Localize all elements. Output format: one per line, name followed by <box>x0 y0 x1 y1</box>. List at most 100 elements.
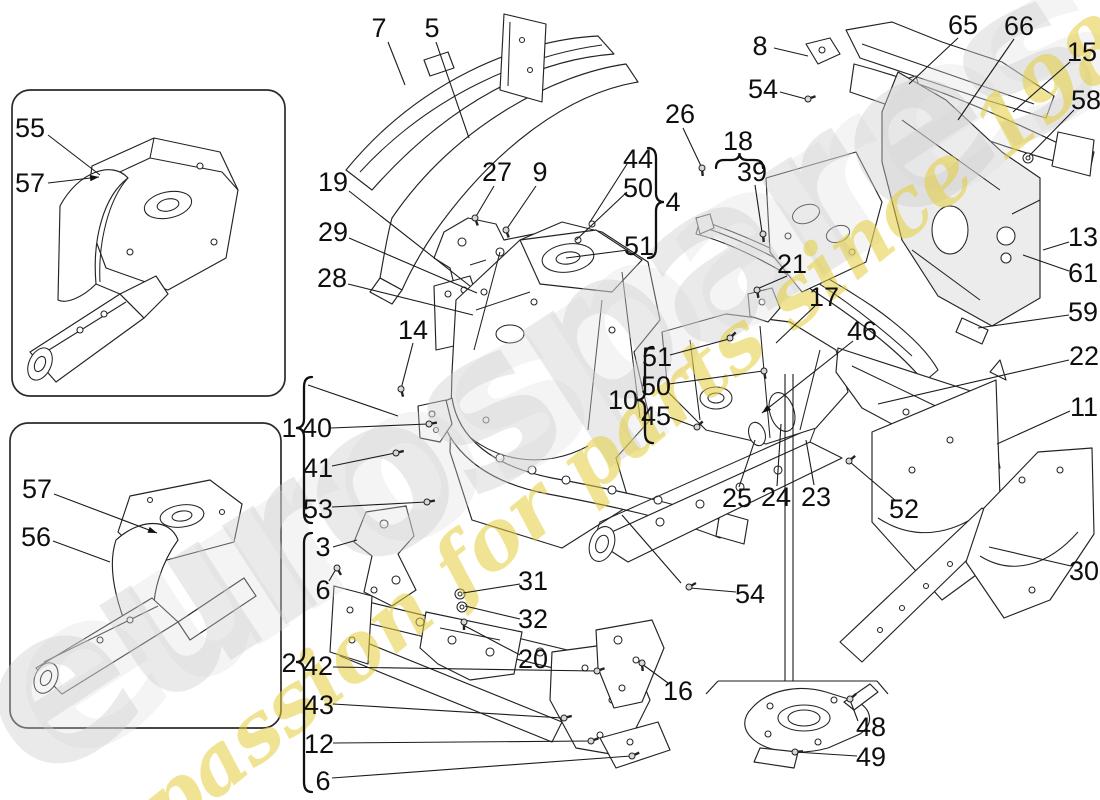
callout-25[interactable]: 25 <box>722 483 752 513</box>
leader-line-49 <box>794 751 858 757</box>
group-brace-1 <box>295 375 314 525</box>
leader-line-54 <box>689 587 737 593</box>
callout-54[interactable]: 54 <box>735 579 765 609</box>
callout-12[interactable]: 12 <box>304 729 334 759</box>
leader-line-27 <box>474 185 495 219</box>
leader-line-31 <box>462 583 521 594</box>
callout-65[interactable]: 65 <box>948 10 978 40</box>
callout-52[interactable]: 52 <box>889 494 919 524</box>
fastener-icon <box>804 95 812 103</box>
callout-13[interactable]: 13 <box>1068 222 1098 252</box>
callout-24[interactable]: 24 <box>761 482 791 512</box>
callout-29[interactable]: 29 <box>318 217 348 247</box>
callout-4[interactable]: 4 <box>665 187 680 217</box>
callout-22[interactable]: 22 <box>1069 341 1099 371</box>
callout-46[interactable]: 46 <box>847 316 877 346</box>
callout-1[interactable]: 1 <box>281 413 296 443</box>
callout-5[interactable]: 5 <box>424 13 439 43</box>
fastener-icon <box>698 164 706 172</box>
part-side-panel-30 <box>839 447 1095 663</box>
callout-30[interactable]: 30 <box>1069 556 1099 586</box>
callout-2[interactable]: 2 <box>281 648 296 678</box>
leader-line-23 <box>805 439 815 486</box>
callout-16[interactable]: 16 <box>663 676 693 706</box>
callout-26[interactable]: 26 <box>665 99 695 129</box>
callout-18[interactable]: 18 <box>723 126 753 156</box>
callout-48[interactable]: 48 <box>856 712 886 742</box>
callout-59[interactable]: 59 <box>1068 297 1098 327</box>
callout-21[interactable]: 21 <box>777 249 807 279</box>
callout-32[interactable]: 32 <box>518 604 548 634</box>
leader-line <box>307 384 399 417</box>
leader-line-55 <box>47 134 101 176</box>
leader-line-51 <box>669 338 730 356</box>
fastener-icon <box>846 695 854 703</box>
fastener-icon <box>560 714 568 722</box>
leader-line-21 <box>756 275 788 290</box>
leader-line-48 <box>849 699 859 722</box>
leader-line-40 <box>330 423 429 429</box>
callout-53[interactable]: 53 <box>303 494 333 524</box>
leader-line-9 <box>505 185 537 231</box>
leader-line-53 <box>331 501 427 508</box>
callout-61[interactable]: 61 <box>1068 258 1098 288</box>
callout-27[interactable]: 27 <box>482 157 512 187</box>
part-cowl-left <box>765 151 883 293</box>
callout-8[interactable]: 8 <box>752 31 767 61</box>
callout-17[interactable]: 17 <box>809 282 839 312</box>
detail-frame-line <box>876 680 889 695</box>
callout-39[interactable]: 39 <box>737 157 767 187</box>
callout-55[interactable]: 55 <box>15 113 45 143</box>
leader-line-16 <box>641 663 669 684</box>
group-brace-2 <box>295 531 314 794</box>
callout-9[interactable]: 9 <box>532 157 547 187</box>
callout-6[interactable]: 6 <box>315 575 330 605</box>
callout-15[interactable]: 15 <box>1067 37 1097 67</box>
leader-line-51 <box>565 249 629 259</box>
fastener-icon <box>845 457 853 465</box>
leader-line-20 <box>464 625 521 656</box>
callout-49[interactable]: 49 <box>856 742 886 772</box>
callout-42[interactable]: 42 <box>303 651 333 681</box>
leader-line-3 <box>332 539 358 548</box>
callout-3[interactable]: 3 <box>315 532 330 562</box>
callout-54[interactable]: 54 <box>748 74 778 104</box>
callout-28[interactable]: 28 <box>317 263 347 293</box>
callout-11[interactable]: 11 <box>1070 392 1098 422</box>
callout-66[interactable]: 66 <box>1004 11 1034 41</box>
callout-51[interactable]: 51 <box>642 342 672 372</box>
leader-line-29 <box>348 237 478 294</box>
callout-50[interactable]: 50 <box>623 173 653 203</box>
fastener-icon <box>392 449 400 457</box>
callout-57[interactable]: 57 <box>15 168 45 198</box>
callout-58[interactable]: 58 <box>1071 85 1100 115</box>
fastener-icon <box>460 618 468 626</box>
leader-line-66 <box>957 38 1015 121</box>
callout-7[interactable]: 7 <box>371 13 386 43</box>
callout-57[interactable]: 57 <box>22 474 52 504</box>
leader-arrow <box>762 404 772 413</box>
part-end-plate <box>499 13 547 103</box>
callout-23[interactable]: 23 <box>801 482 831 512</box>
callout-43[interactable]: 43 <box>304 690 334 720</box>
callout-31[interactable]: 31 <box>518 566 548 596</box>
callout-20[interactable]: 20 <box>518 644 548 674</box>
leader-line-28 <box>347 283 474 316</box>
callout-14[interactable]: 14 <box>398 315 428 345</box>
leader-line-6 <box>328 568 337 582</box>
callout-56[interactable]: 56 <box>21 522 51 552</box>
callout-10[interactable]: 10 <box>608 385 638 415</box>
leader-arrow <box>147 526 157 533</box>
callout-6[interactable]: 6 <box>315 766 330 796</box>
leader-line-59 <box>977 314 1070 329</box>
fastener-icon <box>726 334 734 342</box>
leader-line-7 <box>387 41 406 86</box>
callout-51[interactable]: 51 <box>624 231 654 261</box>
callout-19[interactable]: 19 <box>318 167 348 197</box>
fastener-icon <box>638 659 646 667</box>
leader-line-57 <box>53 493 158 534</box>
callout-40[interactable]: 40 <box>302 413 332 443</box>
fastener-icon <box>685 583 693 591</box>
callout-41[interactable]: 41 <box>303 453 333 483</box>
